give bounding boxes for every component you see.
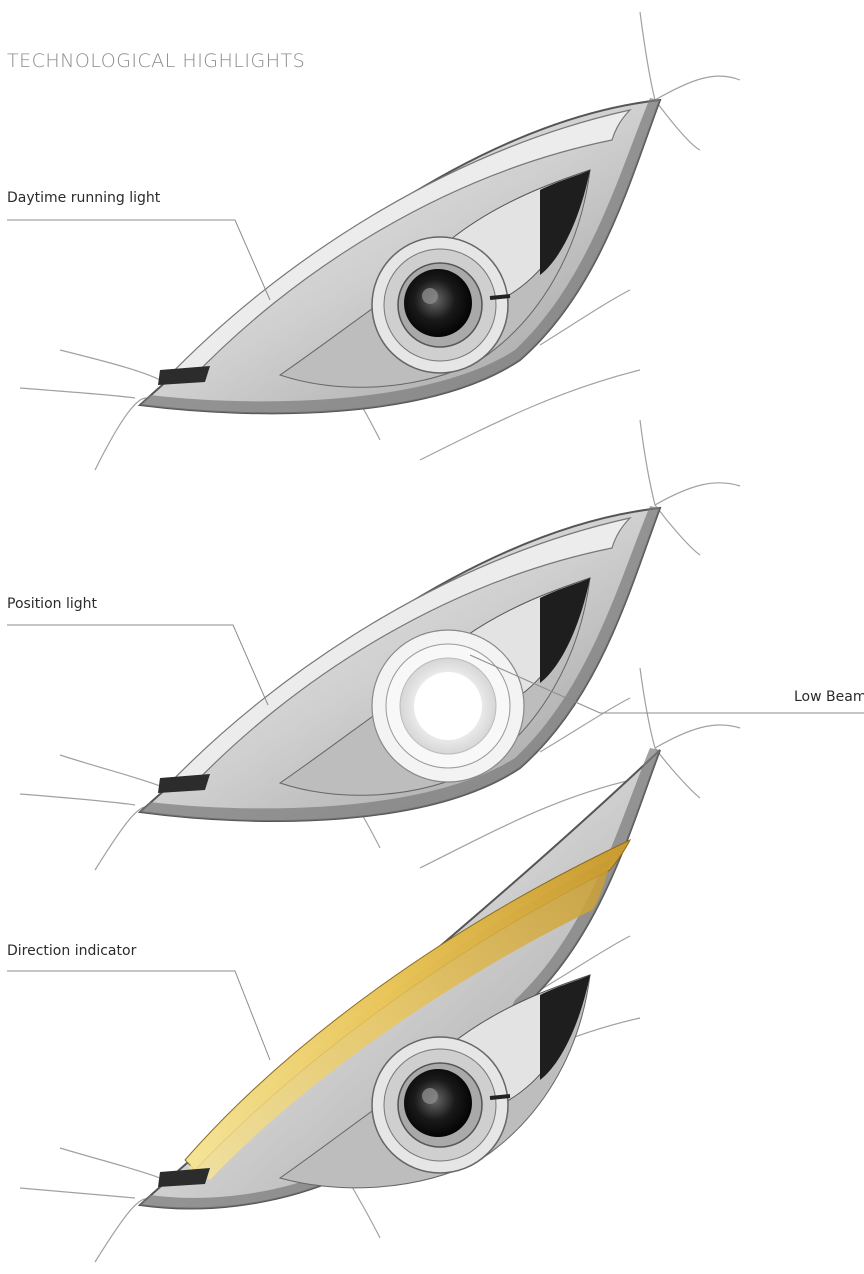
leader-line-direction [7,971,270,1060]
callout-direction-indicator: Direction indicator [7,943,136,959]
leader-line-daytime [7,220,270,300]
callout-position-light: Position light [7,596,97,612]
headlamp-1 [20,12,740,470]
callout-daytime-running-light: Daytime running light [7,190,160,206]
leader-line-position [7,625,268,705]
callout-low-beam: Low Beam [794,689,864,705]
